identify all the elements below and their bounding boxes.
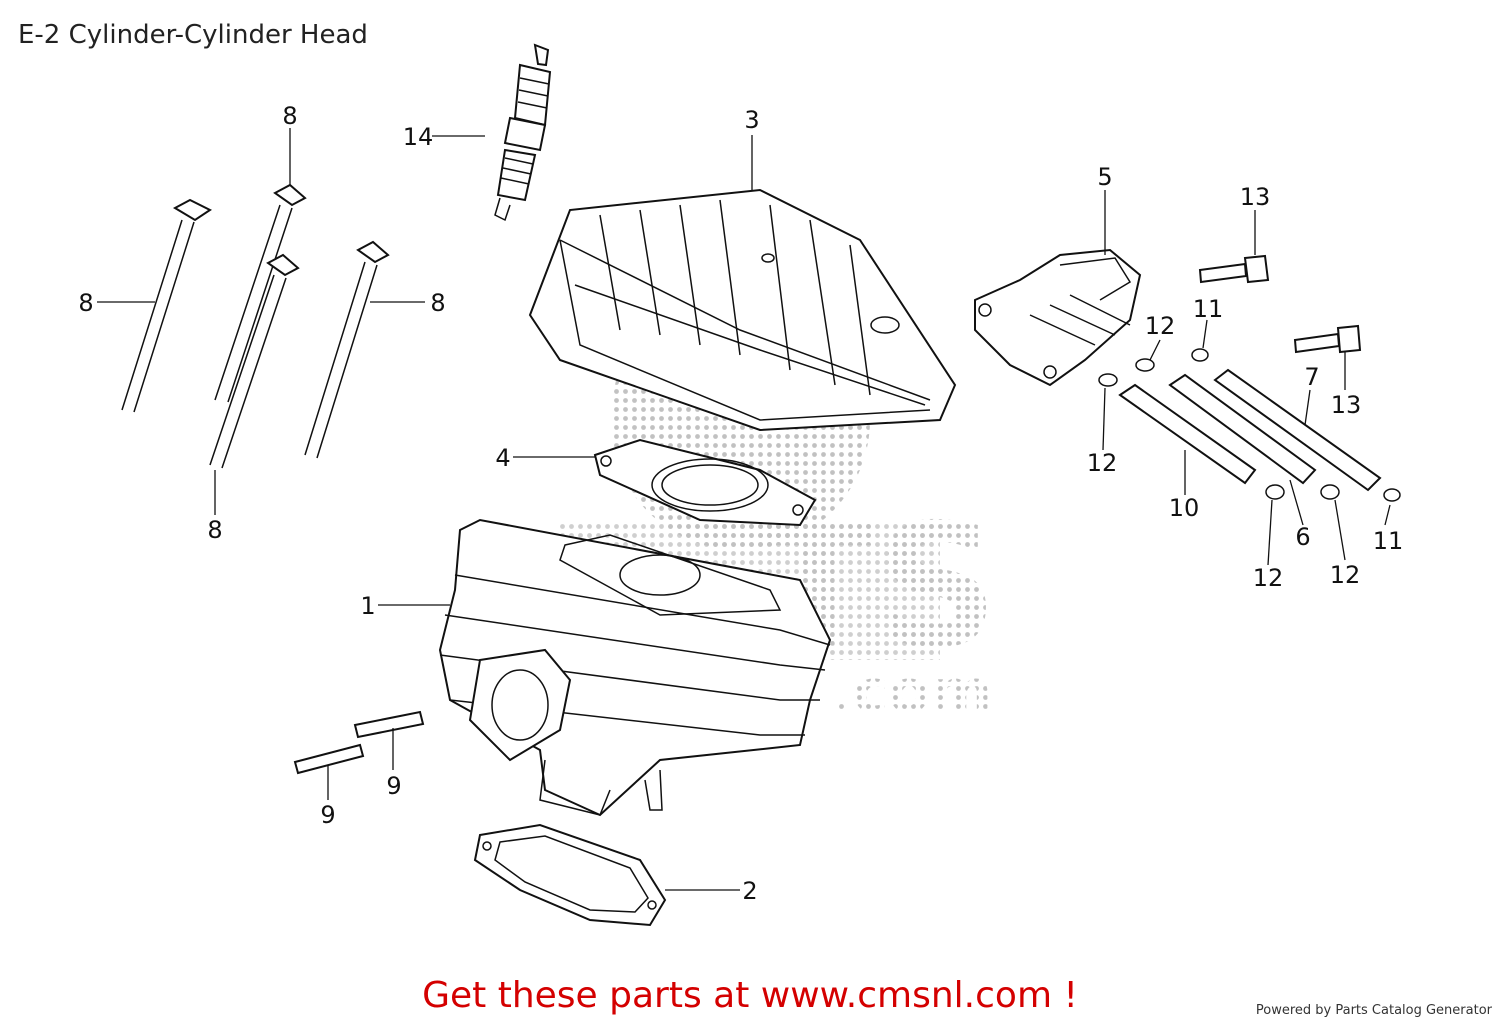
cylinder bbox=[438, 518, 832, 817]
callout-13-top: 13 bbox=[1240, 183, 1271, 211]
callout-11-bottom: 11 bbox=[1373, 527, 1404, 555]
callout-2: 2 bbox=[742, 877, 757, 905]
callout-6: 6 bbox=[1295, 523, 1310, 551]
watermark-suffix: .com bbox=[830, 657, 992, 727]
callout-12-c: 12 bbox=[1253, 564, 1284, 592]
callout-12-d: 12 bbox=[1330, 561, 1361, 589]
callout-8-right: 8 bbox=[430, 289, 445, 317]
callout-4: 4 bbox=[495, 444, 510, 472]
hoses bbox=[1118, 368, 1382, 492]
head-gasket bbox=[593, 438, 817, 527]
callout-1: 1 bbox=[360, 592, 375, 620]
callout-9-right: 9 bbox=[386, 772, 401, 800]
reed-valve bbox=[974, 248, 1142, 387]
callout-3: 3 bbox=[744, 106, 759, 134]
leader-lines bbox=[97, 128, 1391, 891]
footer-credit: Powered by Parts Catalog Generator bbox=[1255, 1003, 1492, 1018]
hose-clips bbox=[1098, 348, 1401, 502]
stud-bolts bbox=[121, 183, 390, 469]
callout-9-left: 9 bbox=[320, 801, 335, 829]
callout-13-bottom: 13 bbox=[1331, 391, 1362, 419]
callout-11-top: 11 bbox=[1193, 295, 1224, 323]
callout-7: 7 bbox=[1304, 363, 1319, 391]
flange-bolts bbox=[1198, 254, 1362, 354]
callout-10: 10 bbox=[1169, 494, 1200, 522]
callout-8-left: 8 bbox=[78, 289, 93, 317]
callout-8-top: 8 bbox=[282, 102, 297, 130]
callout-12-b: 12 bbox=[1087, 449, 1118, 477]
callout-labels: 1 2 3 4 5 6 7 8 8 8 8 9 9 10 11 11 12 12… bbox=[78, 102, 1403, 905]
diagram-title: E-2 Cylinder-Cylinder Head bbox=[18, 20, 368, 50]
spark-plug bbox=[494, 43, 552, 222]
cylinder-studs bbox=[293, 710, 425, 775]
cylinder-head bbox=[528, 188, 957, 432]
callout-14: 14 bbox=[403, 123, 434, 151]
callout-5: 5 bbox=[1097, 163, 1112, 191]
base-gasket bbox=[473, 823, 667, 927]
callout-8-bottom: 8 bbox=[207, 516, 222, 544]
callout-12-a: 12 bbox=[1145, 312, 1176, 340]
cta-link[interactable]: Get these parts at www.cmsnl.com ! bbox=[422, 975, 1078, 1016]
